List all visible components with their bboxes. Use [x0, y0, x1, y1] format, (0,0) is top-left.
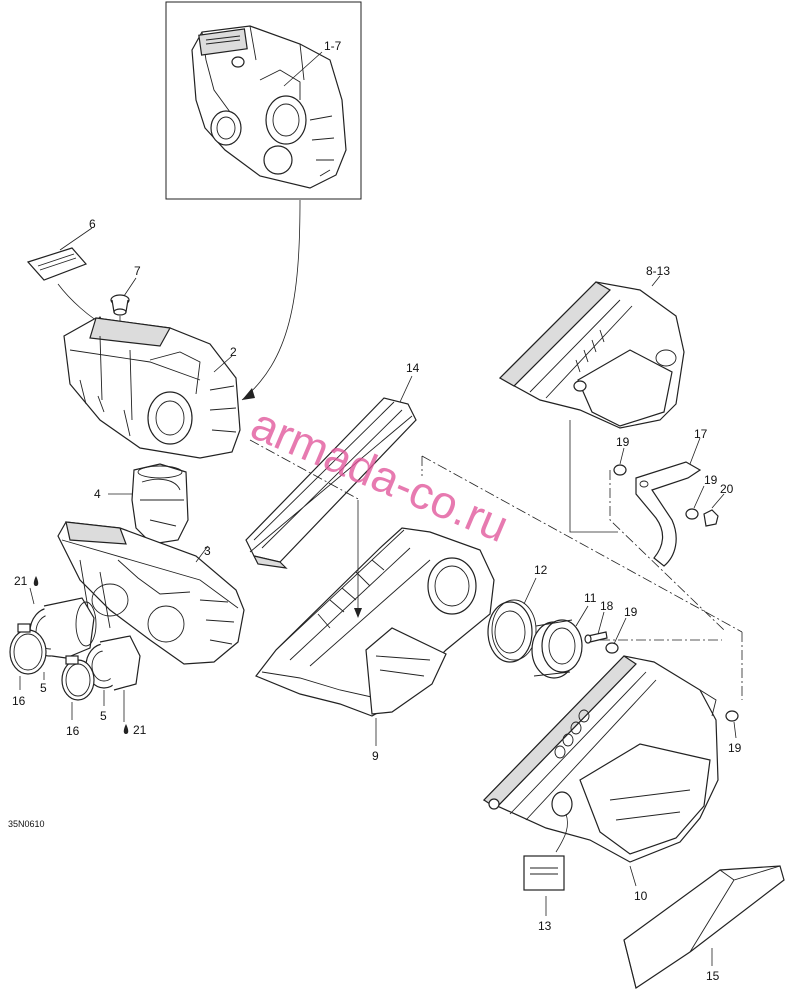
- nut-part-20: [703, 509, 719, 527]
- leader-19-right: [693, 485, 705, 509]
- filter-housing-part-9: [255, 527, 495, 717]
- clamp-part-16-left: [9, 623, 47, 675]
- alignment-line: [609, 470, 725, 631]
- callout-4: 4: [94, 487, 101, 501]
- callout-11: 11: [584, 591, 597, 605]
- intake-hose-part-5-upper: [29, 597, 97, 659]
- leader-19-top: [619, 447, 625, 465]
- decal-part-6: [26, 247, 88, 281]
- leader-19-mid: [613, 617, 627, 645]
- airbox-upper-assembly-inset: [191, 25, 347, 189]
- leader-19-lower: [733, 721, 737, 739]
- callout-2: 2: [230, 345, 237, 359]
- leader-7: [123, 277, 137, 297]
- callout-21-top: 21: [14, 574, 28, 588]
- callout-9: 9: [372, 749, 379, 763]
- callout-10: 10: [634, 889, 648, 903]
- alignment-line: [421, 455, 743, 633]
- arrow-13: [555, 813, 568, 853]
- callout-3: 3: [204, 544, 211, 558]
- outlet-duct-part-10: [482, 655, 719, 863]
- leader-1-7: [283, 51, 323, 87]
- clamp-part-16-right: [61, 655, 95, 701]
- callout-12: 12: [534, 563, 548, 577]
- leader-6: [59, 227, 93, 251]
- callout-1-7: 1-7: [324, 39, 342, 53]
- callout-6: 6: [89, 217, 96, 231]
- drawing-code: 35N0610: [8, 819, 45, 829]
- callout-5-right: 5: [100, 709, 107, 723]
- upper-airbox-part-2: [63, 317, 241, 459]
- leader-11: [575, 605, 589, 627]
- callout-15: 15: [706, 969, 720, 983]
- leader-8-13: [651, 275, 661, 287]
- outlet-duct-assembly-part-8-13: [499, 281, 685, 429]
- leader-3: [195, 545, 209, 563]
- grommet-part-7: [110, 294, 130, 316]
- lower-airbox-part-3: [57, 521, 245, 665]
- callout-20: 20: [720, 482, 734, 496]
- washer-part-19-top: [613, 464, 627, 476]
- callout-13: 13: [538, 919, 552, 933]
- callout-16-right: 16: [66, 724, 80, 738]
- callout-18: 18: [600, 599, 614, 613]
- callout-17: 17: [694, 427, 708, 441]
- callout-14: 14: [406, 361, 420, 375]
- callout-19-lower: 19: [728, 741, 742, 755]
- washer-part-19: [605, 642, 619, 654]
- callout-16-left: 16: [12, 694, 26, 708]
- callout-5-left: 5: [40, 681, 47, 695]
- bracket-part-17: [635, 461, 702, 567]
- lubricant-drop-icon: [123, 724, 129, 734]
- leader-10: [629, 865, 637, 887]
- decal-part-13: [523, 855, 565, 891]
- callout-19-top: 19: [616, 435, 630, 449]
- assembly-bracket-line: [569, 420, 618, 533]
- assembly-arrow: [241, 199, 301, 401]
- adapter-part-11: [531, 619, 583, 679]
- callout-7: 7: [134, 264, 141, 278]
- callout-8-13: 8-13: [646, 264, 670, 278]
- callout-21-bottom: 21: [133, 723, 147, 737]
- lubricant-drop-icon: [33, 576, 39, 586]
- foam-block-part-15: [623, 865, 785, 989]
- silencer-part-4: [131, 463, 189, 545]
- washer-part-19-lower: [725, 710, 739, 722]
- leader-2: [213, 355, 233, 373]
- leader-21-top: [29, 587, 35, 605]
- callout-19-right: 19: [704, 473, 718, 487]
- washer-part-19-right: [685, 508, 699, 520]
- assembly-arrowhead: [242, 388, 255, 400]
- leader-17: [689, 437, 701, 465]
- leader-18: [597, 611, 605, 635]
- leader-14: [399, 375, 413, 403]
- leader-20: [711, 493, 725, 509]
- leader-12: [523, 577, 537, 605]
- screw-part-18: [584, 631, 608, 644]
- intake-hose-part-5-lower: [85, 635, 141, 691]
- callout-19-mid: 19: [624, 605, 638, 619]
- seal-ring-part-12: [487, 599, 537, 663]
